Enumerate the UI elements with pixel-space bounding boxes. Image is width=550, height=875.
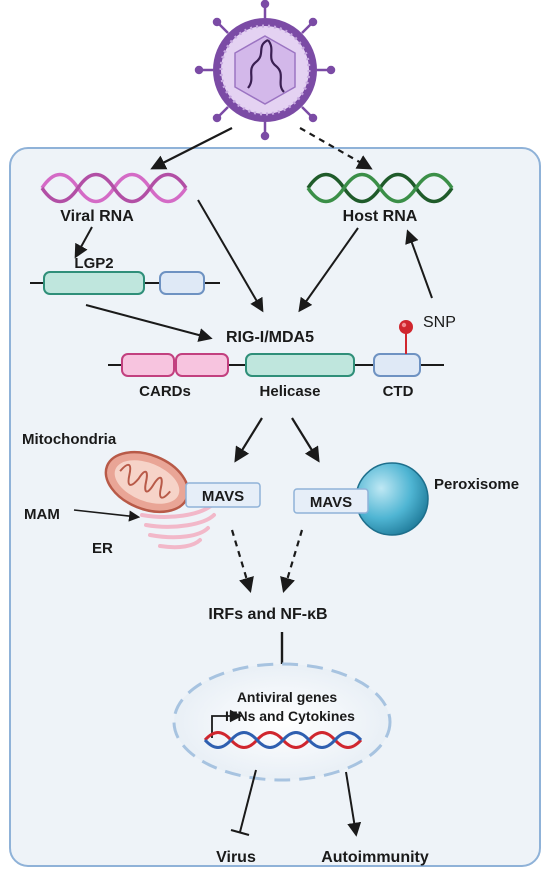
helicase-label: Helicase <box>260 383 321 400</box>
er-label: ER <box>92 540 113 557</box>
arrow-virus-to-viral-rna <box>150 127 233 170</box>
arrow-snp-to-host-rna <box>405 229 433 299</box>
rig-i-mda5-label: RIG-I/MDA5 <box>226 329 314 346</box>
antiviral-genes-label: Antiviral genes <box>237 689 338 705</box>
arrow-viral-rna-to-lgp2 <box>74 226 93 259</box>
peroxisome-label: Peroxisome <box>434 476 519 493</box>
arrow-host-rna-to-helicase <box>298 227 359 313</box>
mito-mavs-label: MAVS <box>202 488 244 505</box>
irfs-nfkb-label: IRFs and NF-κB <box>208 606 327 623</box>
inhibit-virus-line <box>239 769 257 833</box>
snp-marker-icon <box>399 320 413 354</box>
viral-rna-icon <box>40 172 188 204</box>
lgp2-protein <box>30 271 220 295</box>
arrow-viral-rna-to-helicase <box>197 199 264 313</box>
ctd-label: CTD <box>383 383 414 400</box>
autoimmunity-label: Autoimmunity <box>321 849 429 866</box>
arrow-to-autoimmunity <box>345 771 362 837</box>
snp-label: SNP <box>423 314 456 331</box>
rig-i-mda5-protein <box>108 353 444 377</box>
nucleus <box>172 662 392 782</box>
ifns-cytokines-label: IFNs and Cytokines <box>225 708 355 724</box>
arrow-rig-i-to-perox-mavs <box>291 417 320 463</box>
virus-particle-icon <box>194 0 336 141</box>
arrow-rig-i-to-mito-mavs <box>234 417 263 463</box>
arrow-mam-pointer <box>73 509 141 522</box>
mam-label: MAM <box>24 506 60 523</box>
mito-mavs-box <box>185 482 261 508</box>
lgp2-label: LGP2 <box>74 255 113 272</box>
inhibit-virus-bar <box>230 828 250 837</box>
mitochondria-label: Mitochondria <box>22 431 117 448</box>
arrow-lgp2-to-rig-i <box>85 304 213 342</box>
arrow-virus-to-host-rna <box>299 127 373 170</box>
transcription-start-arrow <box>211 709 243 738</box>
dna-helix-icon <box>203 731 363 749</box>
host-rna-icon <box>306 172 454 204</box>
virus-label: Virus <box>216 849 256 866</box>
viral-rna-label: Viral RNA <box>60 208 134 225</box>
perox-mavs-box <box>293 488 369 514</box>
host-rna-label: Host RNA <box>343 208 418 225</box>
cards-label: CARDs <box>139 383 191 400</box>
perox-mavs-label: MAVS <box>310 494 352 511</box>
